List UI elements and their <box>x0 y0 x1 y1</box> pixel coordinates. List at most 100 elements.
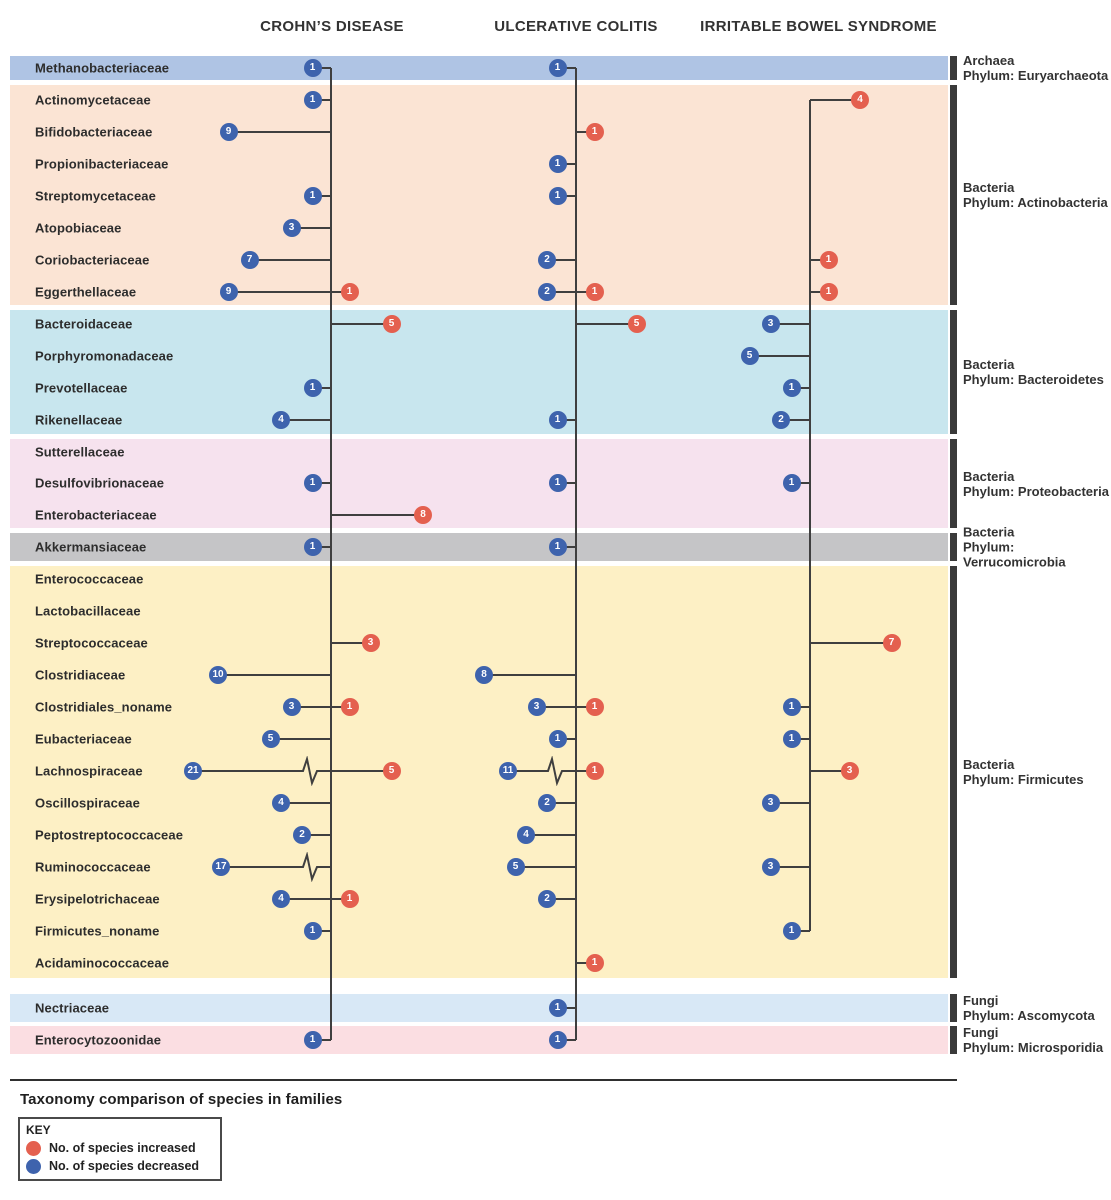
connector-line <box>319 770 331 772</box>
decreased-count-marker: 1 <box>782 698 801 716</box>
connector-line <box>228 291 331 293</box>
kingdom-label: Fungi <box>963 1025 999 1040</box>
connector-line <box>576 962 595 964</box>
phylum-label: Phylum: Euryarchaeota <box>963 68 1109 83</box>
phylum-label: Phylum: Microsporidia <box>963 1040 1104 1055</box>
decreased-count-marker: 1 <box>303 187 322 205</box>
decreased-count-marker: 1 <box>548 730 567 748</box>
connector-line <box>218 674 331 676</box>
connector-line <box>281 419 331 421</box>
connector-line <box>810 291 829 293</box>
connector-line <box>557 1007 576 1009</box>
family-label: Clostridiaceae <box>35 667 126 683</box>
axis-line-ibs <box>809 100 811 931</box>
legend-key-title: KEY <box>26 1123 51 1137</box>
kingdom-label: Bacteria <box>963 524 1015 540</box>
connector-line <box>312 99 331 101</box>
phylum-band <box>10 1026 948 1054</box>
decreased-count-marker: 10 <box>209 666 227 684</box>
family-label: Enterocytozoonidae <box>35 1032 162 1048</box>
axis-break-icon <box>542 756 564 786</box>
connector-line <box>576 291 595 293</box>
connector-line <box>791 706 810 708</box>
family-label: Streptococcaceae <box>35 635 148 651</box>
phylum-bar <box>950 85 957 305</box>
decreased-count-marker: 1 <box>303 474 322 492</box>
decreased-count-marker: 1 <box>303 379 322 397</box>
increased-count-marker: 3 <box>361 634 380 652</box>
connector-line <box>331 770 392 772</box>
connector-line <box>484 674 576 676</box>
family-label: Prevotellaceae <box>35 380 128 396</box>
family-label: Acidaminococcaceae <box>35 955 170 971</box>
connector-line <box>312 482 331 484</box>
kingdom-label: Bacteria <box>963 357 1015 372</box>
phylum-band <box>10 310 948 434</box>
connector-line <box>576 131 595 133</box>
connector-line <box>312 1039 331 1041</box>
connector-line <box>557 546 576 548</box>
figure-caption: Taxonomy comparison of species in famili… <box>20 1091 343 1108</box>
connector-line <box>557 738 576 740</box>
decreased-count-marker: 2 <box>538 251 556 269</box>
connector-line <box>331 291 350 293</box>
decreased-count-marker: 3 <box>282 698 301 716</box>
phylum-band <box>10 533 948 561</box>
decreased-count-marker: 4 <box>272 890 290 908</box>
decreased-count-marker: 11 <box>499 762 517 780</box>
connector-line <box>281 898 331 900</box>
connector-line <box>508 770 542 772</box>
decreased-count-marker: 5 <box>740 347 759 365</box>
family-label: Nectriaceae <box>35 1000 110 1016</box>
phylum-bar <box>950 310 957 434</box>
increased-dot-icon <box>26 1140 41 1156</box>
connector-line <box>302 834 331 836</box>
decreased-count-marker: 9 <box>219 123 238 141</box>
family-label: Lactobacillaceae <box>35 603 141 619</box>
connector-line <box>791 930 810 932</box>
increased-count-marker: 1 <box>585 762 604 780</box>
connector-line <box>331 642 371 644</box>
phylum-band <box>10 85 948 305</box>
connector-line <box>576 323 637 325</box>
phylum-bar <box>950 1026 957 1054</box>
family-label: Lachnospiraceae <box>35 763 143 779</box>
connector-line <box>791 738 810 740</box>
axis-break-icon <box>297 852 319 882</box>
family-label: Bacteroidaceae <box>35 316 133 332</box>
connector-line <box>312 195 331 197</box>
decreased-count-marker: 1 <box>303 1031 322 1049</box>
kingdom-label: Fungi <box>963 993 999 1008</box>
increased-count-marker: 5 <box>627 315 646 333</box>
connector-line <box>749 355 810 357</box>
legend-entry-decreased: No. of species decreased <box>26 1157 214 1175</box>
connector-line <box>810 642 892 644</box>
increased-count-marker: 4 <box>851 91 869 109</box>
connector-line <box>791 387 810 389</box>
family-label: Propionibacteriaceae <box>35 156 169 172</box>
connector-line <box>547 291 576 293</box>
axis-line-uc <box>575 68 577 1040</box>
connector-line <box>557 419 576 421</box>
connector-line <box>312 387 331 389</box>
family-label: Enterococcaceae <box>35 571 144 587</box>
connector-line <box>515 866 576 868</box>
decreased-count-marker: 1 <box>548 59 567 77</box>
legend-label-increased: No. of species increased <box>49 1141 196 1155</box>
increased-count-marker: 1 <box>585 283 604 301</box>
connector-line <box>557 195 576 197</box>
legend-key-box: KEY No. of species increased No. of spec… <box>18 1117 222 1181</box>
connector-line <box>564 770 576 772</box>
decreased-count-marker: 3 <box>761 858 780 876</box>
connector-line <box>810 770 850 772</box>
phylum-bar <box>950 566 957 978</box>
increased-count-marker: 3 <box>840 762 859 780</box>
phylum-label: Phylum: Bacteroidetes <box>963 372 1104 387</box>
decreased-count-marker: 2 <box>772 411 790 429</box>
decreased-count-marker: 3 <box>282 219 301 237</box>
connector-line <box>547 898 576 900</box>
connector-line <box>547 802 576 804</box>
